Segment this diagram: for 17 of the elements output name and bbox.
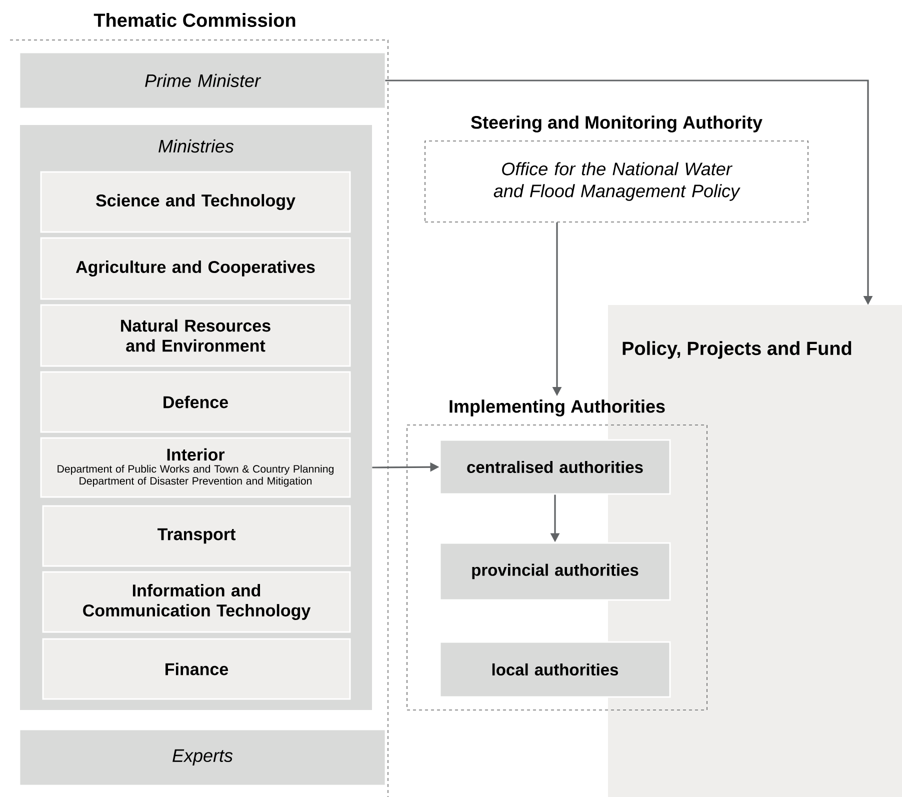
authority-box: local authorities xyxy=(439,641,671,698)
authority-box: provincial authorities xyxy=(439,542,671,601)
box: Prime Minister xyxy=(20,52,386,108)
ministry-box: Defence xyxy=(40,371,351,433)
ministry-box: Finance xyxy=(42,638,351,700)
ministry-box: Information and Communication Technology xyxy=(42,571,351,633)
ministry-box: Transport xyxy=(42,505,351,567)
heading: Thematic Commission xyxy=(94,13,296,27)
ministry-box: Science and Technology xyxy=(40,171,351,233)
heading: Steering and Monitoring Authority xyxy=(471,116,762,132)
heading: Implementing Authorities xyxy=(450,400,665,416)
ministry-box: Interior Department of Public Works and Town & Country Planning Department of Disaster Prevention and Mitigation xyxy=(40,437,351,498)
ministry-box: Natural Resources and Environment xyxy=(40,304,351,367)
dashed-box: Office for the National Water and Flood Management Policy xyxy=(424,140,808,222)
authority-box: centralised authorities xyxy=(439,439,671,495)
ministry-box: Agriculture and Cooperatives xyxy=(40,237,351,300)
box: Experts xyxy=(20,730,386,786)
